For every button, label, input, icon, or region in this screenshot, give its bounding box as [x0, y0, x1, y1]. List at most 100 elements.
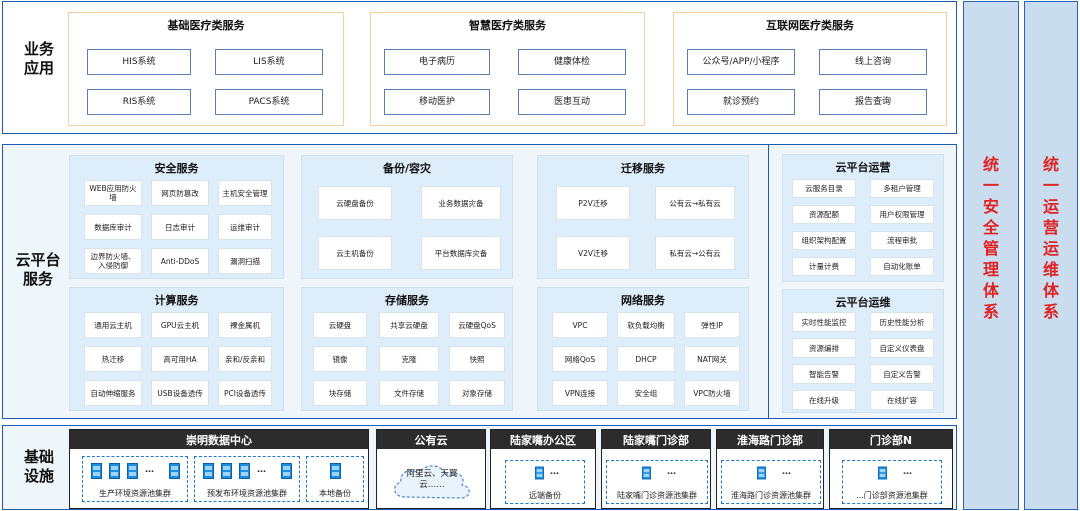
cloud-disk-cell: 云硬盘 — [313, 312, 367, 338]
orchestration-cell: 资源编排 — [792, 338, 856, 358]
storage-title: 存储服务 — [385, 294, 429, 307]
server-icon — [281, 463, 292, 479]
quota-cell: 资源配额 — [792, 205, 856, 224]
prod-pool: … 生产环境资源池集群 — [82, 456, 188, 502]
char: 统 — [1042, 155, 1059, 174]
security-title: 安全服务 — [154, 162, 199, 175]
chongming-dc: 崇明数据中心 … 生产环境资源池集群 … 预发布环境资源池集群 本地备份 — [69, 429, 369, 509]
shared-disk-cell: 共享云硬盘 — [379, 312, 439, 338]
group-storage: 存储服务 云硬盘 共享云硬盘 云硬盘QoS 镜像 克隆 快照 块存储 文件存储 … — [301, 287, 513, 411]
group-smart-title: 智慧医疗类服务 — [469, 19, 546, 32]
nat-cell: NAT网关 — [684, 346, 740, 372]
local-backup-label: 本地备份 — [319, 489, 351, 498]
waf-cell: WEB应用防火墙 — [84, 180, 142, 206]
char: 体 — [1042, 281, 1059, 300]
business-layer-title: 业务 应用 — [23, 40, 54, 77]
more-dots: … — [145, 465, 154, 475]
more-dots: … — [903, 467, 912, 477]
cloud-layer-title: 云平台 服务 — [15, 251, 61, 288]
approval-cell: 流程审批 — [870, 231, 934, 250]
group-network: 网络服务 VPC 软负载均衡 弹性IP 网络QoS DHCP NAT网关 VPN… — [537, 287, 749, 411]
db-audit-cell: 数据库审计 — [84, 214, 142, 240]
disk-backup-cell: 云硬盘备份 — [318, 186, 392, 220]
local-backup-pool: 本地备份 — [306, 456, 364, 502]
his-system: HIS系统 — [87, 49, 191, 75]
char: 体 — [982, 281, 999, 300]
vuln-scan-cell: 漏洞扫描 — [218, 248, 272, 274]
huaihai-title: 淮海路门诊部 — [717, 430, 823, 449]
prod-pool-label: 生产环境资源池集群 — [99, 489, 171, 498]
general-vm-cell: 通用云主机 — [84, 312, 142, 338]
lujiazui-clinic: 陆家嘴门诊部 … 陆家嘴门诊资源池集群 — [601, 429, 711, 509]
public-cloud-text: 阿里云、天翼云…… — [406, 469, 458, 490]
server-icon — [535, 466, 544, 480]
server-icon — [642, 466, 651, 480]
server-icon — [169, 463, 180, 479]
file-storage-cell: 文件存储 — [379, 380, 439, 406]
char: 系 — [982, 302, 999, 321]
pci-passthrough-cell: PCI设备透传 — [218, 380, 272, 406]
chongming-title: 崇明数据中心 — [70, 430, 368, 449]
server-icon — [91, 463, 102, 479]
lujiazui-office-title: 陆家嘴办公区 — [491, 430, 595, 449]
group-basic-medical: 基础医疗类服务 HIS系统 LIS系统 RIS系统 PACS系统 — [68, 12, 344, 126]
group-security: 安全服务 WEB应用防火墙 网页防篡改 主机安全管理 数据库审计 日志审计 运维… — [69, 155, 284, 279]
pacs-system: PACS系统 — [215, 89, 323, 115]
online-upgrade-cell: 在线升级 — [792, 390, 856, 410]
group-migration: 迁移服务 P2V迁移 公有云→私有云 V2V迁移 私有云→公有云 — [537, 155, 749, 279]
char: 运 — [1042, 239, 1059, 258]
data-dr-cell: 业务数据灾备 — [421, 186, 501, 220]
health-check-box: 健康体检 — [518, 49, 626, 75]
more-dots: … — [550, 467, 559, 477]
huaihai-clinic: 淮海路门诊部 … 淮海路门诊资源池集群 — [716, 429, 824, 509]
server-icon — [878, 466, 887, 480]
report-query-box: 报告查询 — [819, 89, 927, 115]
realtime-monitor-cell: 实时性能监控 — [792, 312, 856, 332]
infra-layer-title: 基础 设施 — [23, 448, 54, 485]
host-backup-cell: 云主机备份 — [318, 236, 392, 270]
live-migration-cell: 热迁移 — [84, 346, 142, 372]
net-qos-cell: 网络QoS — [552, 346, 608, 372]
migration-title: 迁移服务 — [621, 162, 665, 175]
lis-system: LIS系统 — [215, 49, 323, 75]
server-icon — [330, 463, 341, 479]
char: 系 — [1042, 302, 1059, 321]
autoscale-cell: 自动伸缩服务 — [84, 380, 142, 406]
block-storage-cell: 块存储 — [313, 380, 367, 406]
server-icon — [239, 463, 250, 479]
firewall-cell: 边界防火墙、入侵防御 — [84, 248, 142, 274]
preprod-pool: … 预发布环境资源池集群 — [194, 456, 300, 502]
char: 全 — [982, 218, 999, 237]
v2v-cell: V2V迁移 — [556, 236, 630, 270]
server-icon — [109, 463, 120, 479]
group-maint-platform: 云平台运维 实时性能监控 历史性能分析 资源编排 自定义仪表盘 智能告警 自定义… — [782, 289, 944, 413]
snapshot-cell: 快照 — [449, 346, 505, 372]
log-audit-cell: 日志审计 — [151, 214, 209, 240]
usb-passthrough-cell: USB设备透传 — [151, 380, 209, 406]
dhcp-cell: DHCP — [617, 346, 675, 372]
lujiazui-clinic-pool: … 陆家嘴门诊资源池集群 — [606, 460, 708, 504]
clinic-n: 门诊部N … ...门诊部资源池集群 — [829, 429, 953, 509]
huaihai-label: 淮海路门诊资源池集群 — [731, 491, 811, 500]
vpc-cell: VPC — [552, 312, 608, 338]
compute-title: 计算服务 — [154, 294, 199, 307]
vpn-cell: VPN连接 — [552, 380, 608, 406]
huaihai-pool: … 淮海路门诊资源池集群 — [721, 460, 821, 504]
group-basic-title: 基础医疗类服务 — [167, 19, 245, 32]
char: 一 — [982, 176, 999, 195]
char: 营 — [1042, 218, 1059, 237]
clinic-n-pool: … ...门诊部资源池集群 — [842, 460, 942, 504]
ris-system: RIS系统 — [87, 89, 191, 115]
online-consult-box: 线上咨询 — [819, 49, 927, 75]
emr-box: 电子病历 — [384, 49, 490, 75]
gpu-vm-cell: GPU云主机 — [151, 312, 209, 338]
security-mgmt-bar: 统 一 安 全 管 理 体 系 — [963, 1, 1019, 510]
server-icon — [221, 463, 232, 479]
char: 维 — [1042, 260, 1059, 279]
remote-backup-pool: … 远端备份 — [505, 460, 585, 504]
remote-backup-label: 远端备份 — [529, 491, 561, 500]
clone-cell: 克隆 — [379, 346, 439, 372]
more-dots: … — [667, 467, 676, 477]
security-group-cell: 安全组 — [617, 380, 675, 406]
slb-cell: 软负载均衡 — [617, 312, 675, 338]
